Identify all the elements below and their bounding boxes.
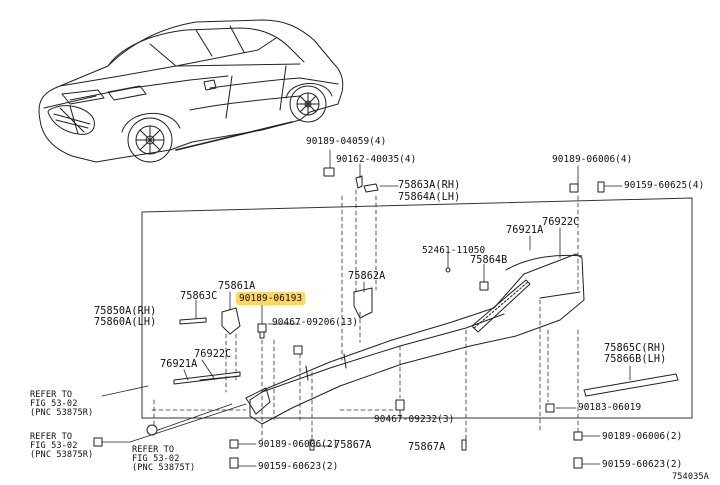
label-90189-06006-top: 90189-06006(4) bbox=[552, 154, 633, 165]
label-76922C-top: 76922C bbox=[542, 217, 580, 228]
leader-lines bbox=[101, 149, 631, 467]
label-75865C: 75865C(RH) bbox=[604, 343, 667, 354]
refer-pnc-label-1: (PNC 53875R) bbox=[30, 408, 94, 418]
label-75864A: 75864A(LH) bbox=[398, 192, 461, 203]
label-90189-06006-bottom-right: 90189-06006(2) bbox=[602, 431, 683, 442]
fasteners bbox=[93, 181, 605, 469]
label-75860A: 75860A(LH) bbox=[94, 317, 157, 328]
label-90189-06006-bottom-left: 90189-06006(2) bbox=[258, 439, 339, 450]
label-75867A-mid: 75867A bbox=[334, 440, 372, 451]
label-90189-06193: 90189-06193 bbox=[236, 292, 306, 305]
label-75850A: 75850A(RH) bbox=[94, 306, 157, 317]
label-90189-06193-text: 90189-06193 bbox=[236, 292, 306, 305]
refer-fig-label-3: FIG 53-02 bbox=[132, 454, 180, 464]
label-52461-11050: 52461-11050 bbox=[422, 245, 486, 256]
figure-code: 754035A bbox=[672, 472, 709, 482]
label-75864B: 75864B bbox=[470, 255, 508, 266]
label-76921A-top: 76921A bbox=[506, 225, 544, 236]
label-75863C: 75863C bbox=[180, 291, 218, 302]
label-90189-04059: 90189-04059(4) bbox=[306, 136, 387, 147]
rocker-panel bbox=[245, 253, 585, 425]
refer-to-label-2: REFER TO bbox=[30, 432, 73, 442]
refer-pnc-label-3: (PNC 53875T) bbox=[132, 463, 196, 473]
car-illustration bbox=[38, 19, 344, 163]
label-90467-09232: 90467-09232(3) bbox=[374, 414, 455, 425]
label-90159-60623-bottom-right: 90159-60623(2) bbox=[602, 459, 683, 470]
label-75866B: 75866B(LH) bbox=[604, 354, 667, 365]
refer-fig-label-2: FIG 53-02 bbox=[30, 441, 78, 451]
refer-to-label-1: REFER TO bbox=[30, 390, 73, 400]
label-90159-60625: 90159-60625(4) bbox=[624, 180, 705, 191]
label-75863A: 75863A(RH) bbox=[398, 180, 461, 191]
refer-to-label-3: REFER TO bbox=[132, 445, 175, 455]
label-90159-60623-bottom-left: 90159-60623(2) bbox=[258, 461, 339, 472]
label-76922C-left: 76922C bbox=[194, 349, 232, 360]
small-parts bbox=[173, 167, 679, 397]
assembly-frame bbox=[141, 197, 693, 419]
label-76921A-left: 76921A bbox=[160, 359, 198, 370]
refer-pnc-label-2: (PNC 53875R) bbox=[30, 450, 94, 460]
refer-fig-label-1: FIG 53-02 bbox=[30, 399, 78, 409]
dashed-lines bbox=[151, 189, 579, 441]
label-90467-09206: 90467-09206(13) bbox=[272, 317, 359, 328]
label-90183-06019: 90183-06019 bbox=[578, 402, 642, 413]
label-75867A-bottom: 75867A bbox=[408, 442, 446, 453]
label-90162-40035: 90162-40035(4) bbox=[336, 154, 417, 165]
label-75862A: 75862A bbox=[348, 271, 386, 282]
label-75861A: 75861A bbox=[218, 281, 256, 292]
